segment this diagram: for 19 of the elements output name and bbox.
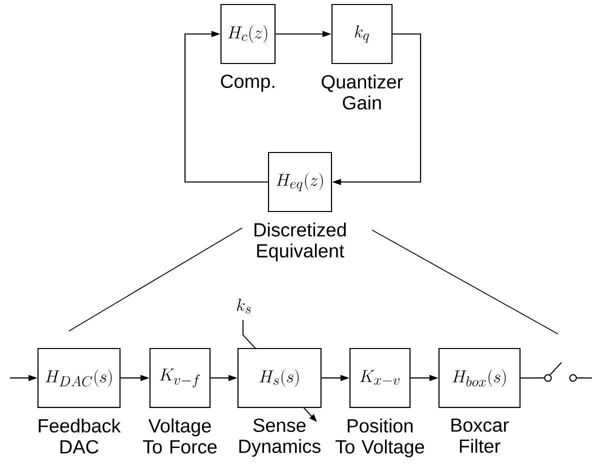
block-caption: Sense Dynamics: [239, 418, 320, 457]
block-box: $H_{eq}(z)$: [268, 152, 332, 212]
block-box: $K_{x-v}$: [349, 348, 411, 408]
block-box: $k_{q}$: [331, 4, 393, 64]
block-caption: Comp.: [220, 74, 274, 92]
switch-symbol: [535, 362, 586, 382]
arrow: [184, 30, 268, 183]
block-box: $K_{v-f}$: [149, 348, 211, 408]
block-caption: Voltage To Force: [142, 418, 217, 454]
block-caption: Position To Voltage: [336, 418, 424, 458]
block-box: $H_{box}(s)$: [438, 348, 521, 408]
block-caption: Feedback DAC: [38, 418, 121, 454]
block-box: $H_{c}(z)$: [220, 4, 276, 64]
block-box: $H_{DAC}(s)$: [37, 348, 121, 408]
parameter-label: $k_{s}$: [237, 298, 251, 314]
block-caption: Discretized Equivalent: [254, 222, 346, 262]
block-box: $H_{s}(s)$: [237, 348, 322, 408]
block-caption: Quantizer Gain: [322, 74, 403, 110]
block-caption: Boxcar Filter: [451, 418, 509, 453]
